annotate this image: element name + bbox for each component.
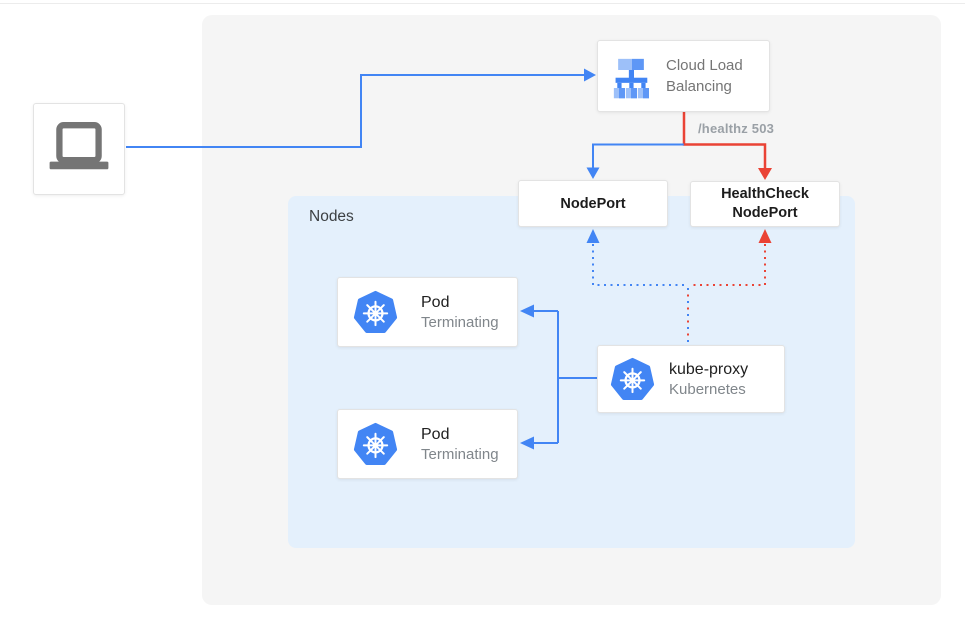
- kubernetes-icon: [353, 290, 398, 335]
- pod-node-1: Pod Terminating: [337, 277, 518, 347]
- pod-text: Pod Terminating: [421, 424, 499, 465]
- pod-title: Pod: [421, 293, 450, 311]
- pod-status: Terminating: [421, 313, 499, 331]
- healthz-status-label: /healthz 503: [698, 121, 775, 136]
- kube-proxy-node: kube-proxy Kubernetes: [597, 345, 785, 413]
- cloud-load-balancing-label: Cloud Load Balancing: [666, 57, 743, 95]
- pod-text: Pod Terminating: [421, 292, 499, 333]
- laptop-icon: [44, 114, 114, 184]
- healthcheck-nodeport-node: HealthCheck NodePort: [690, 181, 840, 227]
- nodeport-node: NodePort: [518, 180, 668, 227]
- kube-proxy-title: kube-proxy: [669, 360, 749, 378]
- nodes-group-label: Nodes: [309, 208, 354, 225]
- pod-title: Pod: [421, 425, 450, 443]
- kubernetes-icon: [353, 422, 398, 467]
- healthcheck-nodeport-label: HealthCheck NodePort: [721, 186, 809, 221]
- pod-status: Terminating: [421, 445, 499, 463]
- pod-node-2: Pod Terminating: [337, 409, 518, 479]
- cloud-load-balancing-node: Cloud Load Balancing: [597, 40, 770, 112]
- kube-proxy-subtitle: Kubernetes: [669, 380, 746, 398]
- kubernetes-icon: [610, 357, 655, 402]
- nodeport-label: NodePort: [560, 195, 626, 212]
- top-divider: [0, 3, 965, 4]
- cloud-load-balancing-icon: [607, 52, 655, 100]
- kube-proxy-text: kube-proxy Kubernetes: [669, 359, 748, 400]
- client-node: [33, 103, 125, 195]
